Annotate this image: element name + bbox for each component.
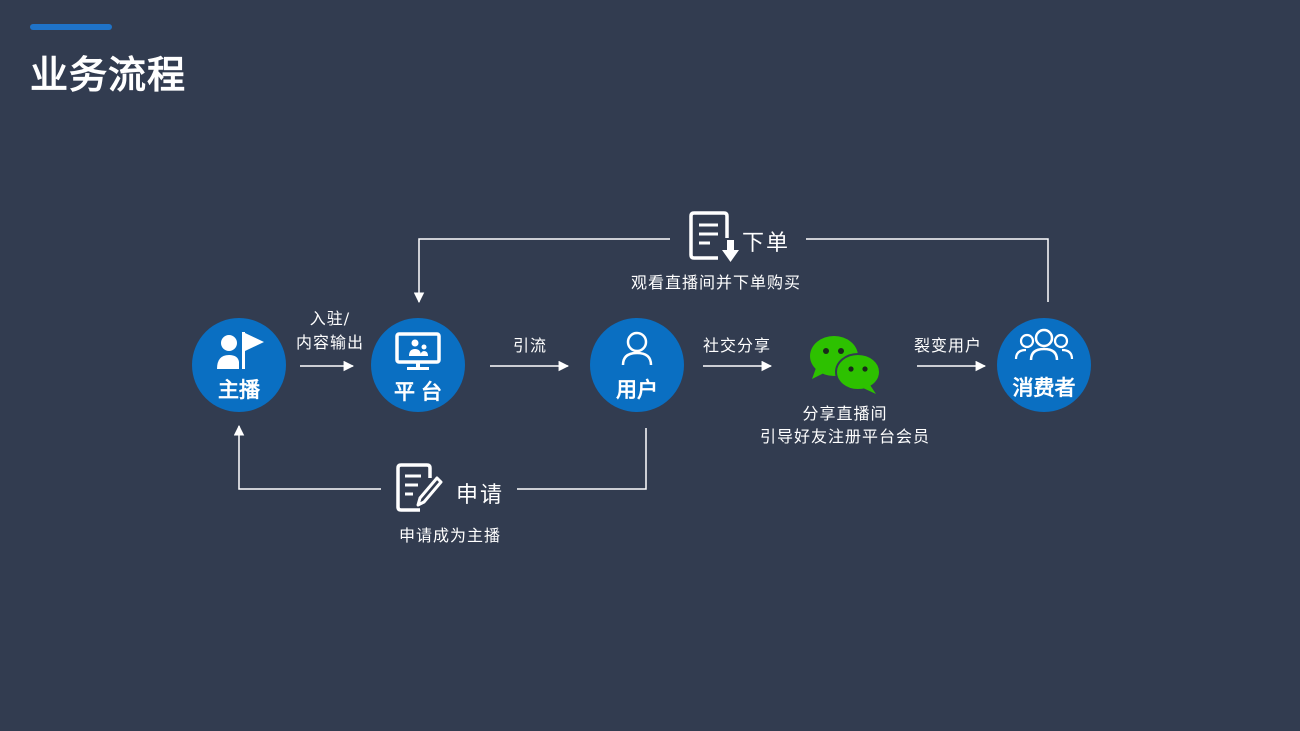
wechat-icon bbox=[810, 336, 881, 394]
edge-label-traffic: 引流 bbox=[512, 336, 548, 355]
order-loop-right bbox=[806, 238, 1049, 302]
apply-loop-right bbox=[517, 428, 647, 490]
edge-label-social-share: 社交分享 bbox=[702, 336, 772, 355]
wechat-caption-line2: 引导好友注册平台会员 bbox=[759, 427, 931, 446]
title-accent-bar bbox=[30, 24, 112, 30]
streamer-flag-icon bbox=[217, 332, 264, 369]
edge-label-fission: 裂变用户 bbox=[913, 336, 983, 355]
node-platform: 平台 bbox=[371, 318, 465, 412]
apply-loop-left bbox=[233, 424, 381, 490]
apply-description: 申请成为主播 bbox=[398, 526, 502, 545]
wechat-caption-line1: 分享直播间 bbox=[802, 404, 888, 423]
node-consumer: 消费者 bbox=[997, 318, 1091, 412]
page-title: 业务流程 bbox=[30, 53, 187, 97]
node-label-streamer: 主播 bbox=[218, 378, 260, 402]
node-label-user: 用户 bbox=[616, 378, 658, 402]
group-icon bbox=[1014, 328, 1074, 361]
node-label-platform: 平台 bbox=[394, 380, 448, 404]
edge-label-settle-line2: 内容输出 bbox=[295, 333, 365, 352]
order-document-icon bbox=[689, 211, 739, 262]
order-loop-left bbox=[413, 238, 670, 304]
node-label-consumer: 消费者 bbox=[1012, 376, 1076, 400]
order-title: 下单 bbox=[742, 231, 791, 256]
node-streamer: 主播 bbox=[192, 318, 286, 412]
edge-label-settle-line1: 入驻/ bbox=[309, 309, 351, 328]
apply-title: 申请 bbox=[456, 483, 505, 508]
apply-edit-icon bbox=[396, 463, 443, 512]
user-icon bbox=[621, 331, 653, 366]
order-description: 观看直播间并下单购买 bbox=[630, 273, 802, 292]
monitor-icon bbox=[395, 332, 441, 370]
node-user: 用户 bbox=[590, 318, 684, 412]
